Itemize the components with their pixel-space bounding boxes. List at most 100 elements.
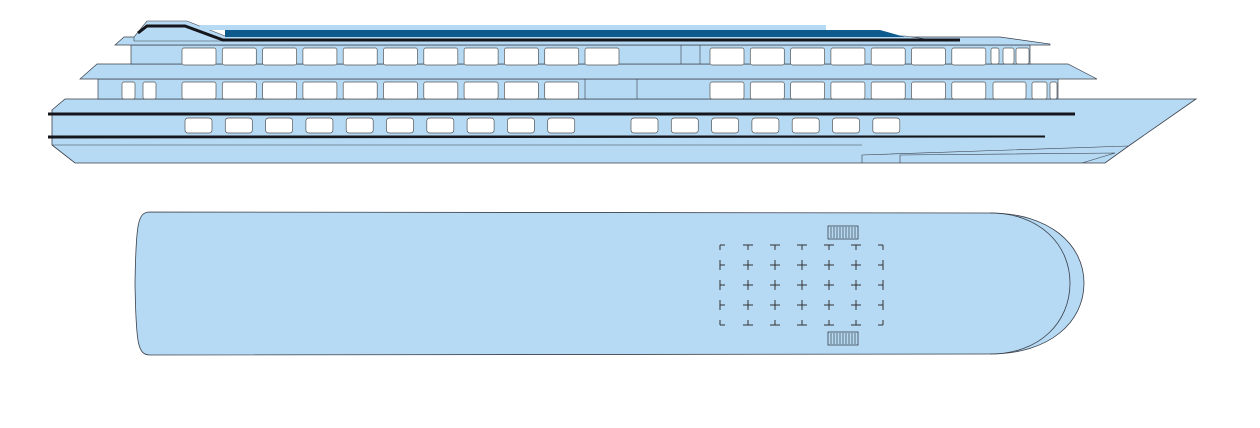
window	[221, 81, 257, 100]
window	[749, 47, 785, 66]
window	[911, 81, 946, 100]
grid-mark	[824, 244, 834, 250]
hull-stripe-lower	[48, 135, 1045, 139]
grid-mark	[743, 280, 753, 290]
window	[790, 47, 825, 66]
deck-outline-outer	[134, 211, 1085, 356]
window	[1031, 81, 1048, 100]
window	[224, 117, 253, 134]
window	[990, 47, 1000, 65]
window	[872, 117, 901, 134]
window	[302, 47, 338, 66]
window	[832, 117, 860, 134]
window	[463, 81, 499, 100]
grid-mark	[878, 300, 884, 310]
ship-deck-plan	[134, 211, 1085, 356]
window	[711, 117, 739, 134]
window	[504, 47, 539, 66]
window	[992, 81, 1027, 100]
ship-side-view	[48, 20, 1198, 164]
deck-outline-inner	[989, 212, 1071, 355]
grid-mark	[770, 260, 780, 270]
grid-mark	[797, 320, 807, 326]
window	[463, 47, 499, 66]
window	[504, 81, 539, 100]
grid-mark	[797, 280, 807, 290]
window	[305, 117, 334, 134]
window	[544, 47, 580, 66]
grid-mark	[878, 280, 884, 290]
window	[870, 81, 906, 100]
window	[670, 117, 699, 134]
window	[181, 47, 217, 66]
grid-mark	[824, 280, 834, 290]
window	[262, 47, 297, 66]
grid-mark	[824, 320, 834, 326]
window	[383, 81, 418, 100]
grid-mark	[719, 320, 725, 326]
window	[386, 117, 414, 134]
window	[383, 47, 418, 66]
bow-lines	[861, 145, 1129, 163]
grid-mark	[824, 260, 834, 270]
window	[342, 47, 378, 66]
window	[547, 117, 576, 134]
hull	[51, 98, 1198, 164]
sun-lounger-grid	[719, 244, 884, 326]
window	[1049, 81, 1058, 100]
window	[181, 81, 217, 100]
window	[1015, 47, 1030, 65]
grid-mark	[770, 280, 780, 290]
window	[423, 47, 459, 66]
grid-mark	[878, 244, 884, 250]
sun-deck-band	[225, 30, 905, 37]
window	[709, 47, 745, 66]
window	[749, 81, 785, 100]
window	[791, 117, 820, 134]
window	[790, 81, 825, 100]
grid-mark	[797, 300, 807, 310]
grid-mark	[851, 260, 861, 270]
window	[830, 47, 866, 66]
grid-mark	[743, 244, 753, 250]
window	[911, 47, 946, 66]
window	[121, 81, 136, 100]
windows	[121, 47, 1058, 134]
window	[184, 117, 213, 134]
grid-mark	[851, 300, 861, 310]
grid-mark	[851, 244, 861, 250]
grid-mark	[878, 260, 884, 270]
window	[544, 81, 580, 100]
middle-deck-plate	[79, 63, 1098, 80]
window	[423, 81, 459, 100]
window	[630, 117, 659, 134]
window	[345, 117, 374, 134]
window	[951, 47, 987, 66]
window	[221, 47, 257, 66]
window	[751, 117, 780, 134]
window	[709, 81, 745, 100]
window	[342, 81, 378, 100]
window	[507, 117, 535, 134]
grid-mark	[770, 320, 780, 326]
window	[830, 81, 866, 100]
stairs	[827, 225, 859, 346]
sun-deck-rail	[200, 25, 826, 30]
grid-mark	[797, 244, 807, 250]
grid-mark	[743, 300, 753, 310]
window	[262, 81, 297, 100]
grid-mark	[719, 280, 725, 290]
window	[426, 117, 455, 134]
window	[466, 117, 495, 134]
grid-mark	[770, 300, 780, 310]
grid-mark	[719, 300, 725, 310]
bow-lines-2	[899, 152, 1116, 164]
window	[870, 47, 906, 66]
grid-mark	[770, 244, 780, 250]
grid-mark	[851, 320, 861, 326]
window	[265, 117, 293, 134]
window	[142, 81, 157, 100]
grid-mark	[743, 320, 753, 326]
window	[951, 81, 987, 100]
